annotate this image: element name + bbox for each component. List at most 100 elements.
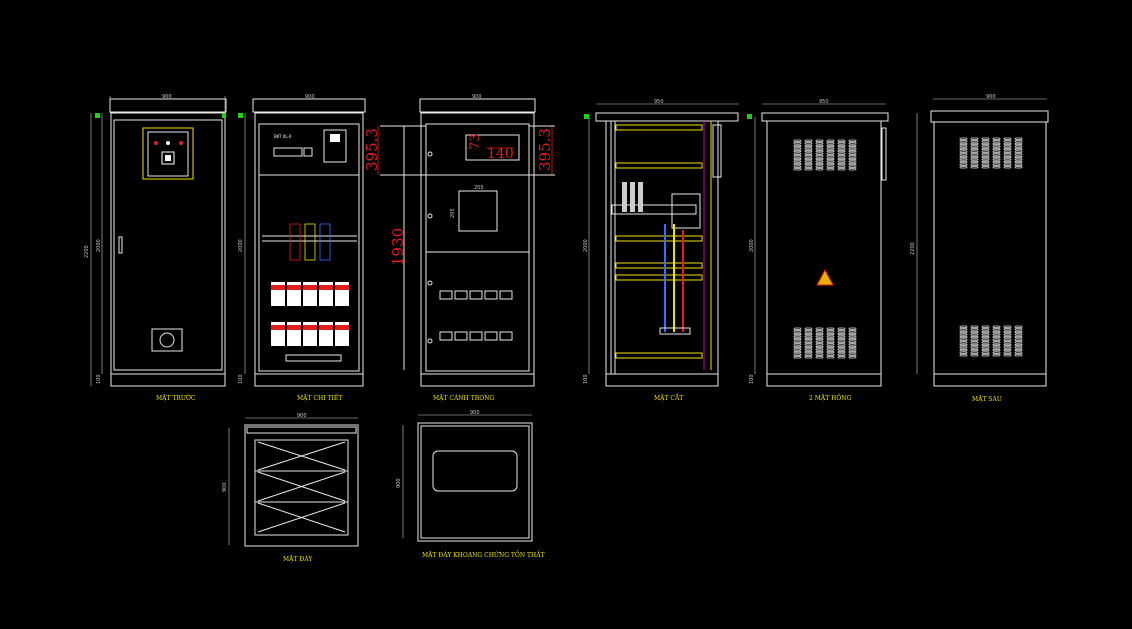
vent-slot [959,351,968,354]
vent-slot [804,350,813,354]
vent-slot [837,327,846,330]
vent-slot [826,160,835,163]
vent-slot [970,158,979,161]
vent-slot [793,340,802,343]
vent-slot [848,142,857,145]
vent-slot [1014,150,1023,153]
vent-slot [826,332,835,336]
vent-slot [837,157,846,160]
vent-slot [837,350,846,354]
vent-slot [848,168,857,171]
vent-slot [793,165,802,168]
vent-slot [981,338,990,341]
vent-slot [848,345,857,349]
vent-slot [826,356,835,359]
vent-slot [848,165,857,168]
vent-slot [826,340,835,343]
vent-slot [815,332,824,336]
vent-slot [1014,163,1023,166]
vent-slot [981,158,990,161]
vent-slot [826,139,835,142]
vent-slot [1014,346,1023,349]
vent-slot [815,345,824,349]
vent-slot [1014,153,1023,156]
vent-slot [992,153,1001,156]
vent-slot [793,327,802,330]
vent-slot [1014,142,1023,145]
inner-door-width-dim: 900 [472,94,482,100]
vent-slot [1014,166,1023,169]
vent-slot [992,155,1001,158]
back-vent-bottom [959,325,1023,357]
vent-slot [1003,348,1012,352]
inner-door-dim-73: 73 [468,133,483,150]
vent-slot [804,343,813,346]
bottom-height-dim: 900 [222,482,228,492]
vent-slot [804,356,813,359]
vent-slot [1003,158,1012,161]
vent-slot [848,337,857,341]
vent-slot [1014,328,1023,331]
vent-slot [793,152,802,155]
vent-slot [959,145,968,148]
vent-slot [1014,160,1023,164]
vent-slot [837,139,846,142]
vent-slot [1014,341,1023,344]
top-width-dim: 900 [470,410,480,416]
vent-slot [793,353,802,356]
front-width-dim: 900 [162,94,172,100]
vent-slot [981,153,990,156]
vent-slot [992,354,1001,357]
vent-slot [992,137,1001,140]
vent-slot [981,346,990,349]
vent-slot [804,330,813,333]
vent-slot [1003,338,1012,341]
vent-slot [837,332,846,336]
vent-slot [815,142,824,145]
vent-slot [970,137,979,140]
vent-slot [826,149,835,153]
vent-slot [1003,325,1012,328]
vent-slot [815,327,824,330]
vent-slot [959,163,968,166]
vent-slot [804,337,813,341]
section-width-dim: 950 [654,99,664,105]
vent-slot [1003,150,1012,153]
vent-slot [981,140,990,143]
vent-slot [837,337,846,341]
vent-slot [815,340,824,343]
vent-slot [848,340,857,343]
vent-slot [970,335,979,339]
equipment-meter-label: BKT 0L-0 [274,134,292,139]
vent-slot [1003,328,1012,331]
vent-slot [815,335,824,338]
inner-door-dim-395-left: 395.3 [363,128,381,171]
vent-slot [992,140,1001,143]
vent-slot [837,330,846,333]
bottom-width-dim: 900 [297,413,307,419]
vent-slot [1003,333,1012,336]
vent-slot [981,142,990,145]
vent-slot [970,338,979,341]
vent-slot [970,145,979,148]
vent-slot [837,155,846,158]
vent-slot [970,150,979,153]
vent-slot [959,137,968,140]
vent-slot [981,160,990,164]
vent-slot [793,147,802,150]
vent-slot [826,155,835,158]
vent-slot [981,335,990,339]
vent-slot [848,157,857,160]
vent-slot [970,348,979,352]
vent-slot [804,157,813,160]
vent-slot [1014,158,1023,161]
vent-slot [804,149,813,153]
vent-slot [848,353,857,356]
vent-slot [848,356,857,359]
vent-slot [804,144,813,147]
vent-slot [959,140,968,143]
front-height-dim: 2200 [84,245,90,258]
vent-slot [1003,142,1012,145]
vent-slot [970,341,979,344]
vent-slot [793,155,802,158]
